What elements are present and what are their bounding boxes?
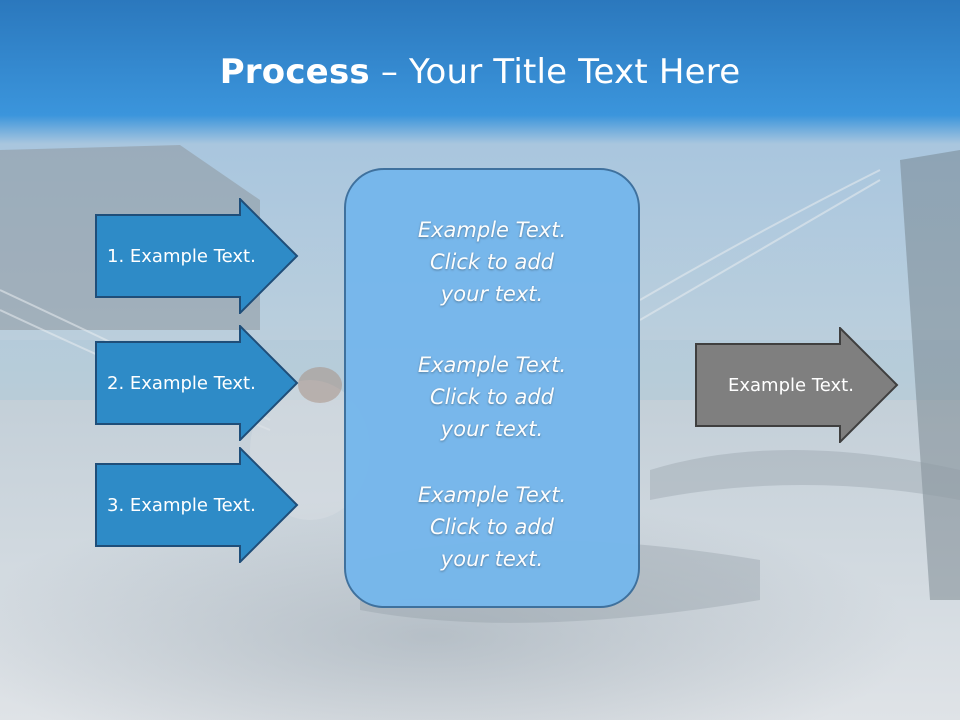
block-line: Click to add	[429, 515, 554, 539]
title-rest-part: – Your Title Text Here	[369, 52, 741, 92]
title-bold-part: Process	[219, 52, 370, 92]
center-process-box[interactable]: Example Text. Click to add your text. Ex…	[344, 168, 640, 608]
step-arrow-label: 2. Example Text.	[107, 372, 256, 394]
step-arrow-1[interactable]: 1. Example Text.	[95, 198, 299, 314]
arrow-right-icon	[95, 447, 299, 563]
center-text-block-3[interactable]: Example Text. Click to add your text.	[346, 479, 638, 575]
block-line: your text.	[440, 282, 544, 306]
step-arrow-label: 3. Example Text.	[107, 494, 256, 516]
arrow-right-icon	[95, 325, 299, 441]
block-line: your text.	[440, 547, 544, 571]
block-line: Click to add	[429, 385, 554, 409]
output-arrow-label: Example Text.	[728, 374, 854, 396]
block-line: Click to add	[429, 250, 554, 274]
block-line: Example Text.	[417, 483, 567, 507]
center-text-block-1[interactable]: Example Text. Click to add your text.	[346, 214, 638, 310]
slide-title[interactable]: Process – Your Title Text Here	[0, 52, 960, 92]
step-arrow-2[interactable]: 2. Example Text.	[95, 325, 299, 441]
output-arrow[interactable]: Example Text.	[695, 327, 899, 443]
arrow-right-icon	[695, 327, 899, 443]
step-arrow-3[interactable]: 3. Example Text.	[95, 447, 299, 563]
block-line: Example Text.	[417, 353, 567, 377]
arrow-right-icon	[95, 198, 299, 314]
block-line: your text.	[440, 417, 544, 441]
block-line: Example Text.	[417, 218, 567, 242]
center-text-block-2[interactable]: Example Text. Click to add your text.	[346, 349, 638, 445]
step-arrow-label: 1. Example Text.	[107, 245, 256, 267]
